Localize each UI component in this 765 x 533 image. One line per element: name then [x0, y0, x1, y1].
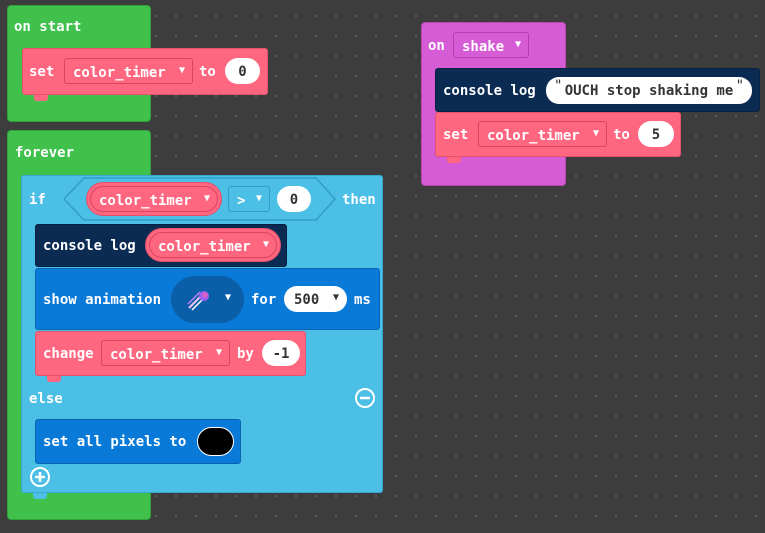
console-log-label: console log: [43, 238, 136, 254]
then-label: then: [342, 192, 376, 208]
variable-dropdown[interactable]: color_timer ▼: [64, 58, 193, 84]
gesture-dropdown[interactable]: shake ▼: [453, 32, 529, 58]
condition-variable-dropdown[interactable]: color_timer ▼: [90, 186, 218, 212]
animation-picker[interactable]: ▼: [171, 276, 244, 323]
variable-name: color_timer: [73, 65, 166, 81]
duration-input[interactable]: 500 ▼: [284, 286, 347, 312]
chevron-down-icon: ▼: [225, 292, 232, 303]
shake-variable-dropdown[interactable]: color_timer ▼: [478, 121, 607, 147]
chevron-down-icon: ▼: [178, 65, 185, 76]
to-label: to: [199, 64, 216, 80]
open-quote-icon: ": [554, 78, 563, 94]
block-notch: [34, 95, 48, 101]
message-text: OUCH stop shaking me: [564, 83, 734, 99]
console-variable-name: color_timer: [158, 239, 251, 255]
for-label: for: [251, 292, 277, 308]
duration-value: 500: [294, 292, 320, 308]
shake-value-input[interactable]: 5: [638, 121, 674, 147]
if-label: if: [29, 192, 46, 208]
else-label: else: [29, 391, 63, 407]
operator-symbol: >: [237, 193, 246, 209]
chevron-down-icon: ▼: [592, 128, 599, 139]
compare-value-input[interactable]: 0: [277, 186, 311, 212]
by-label: by: [237, 346, 254, 362]
condition-variable-name: color_timer: [99, 193, 192, 209]
ms-label: ms: [354, 292, 371, 308]
console-variable-dropdown[interactable]: color_timer ▼: [149, 232, 277, 258]
operator-dropdown[interactable]: > ▼: [228, 186, 270, 212]
block-notch: [33, 493, 47, 499]
pixel-color-picker[interactable]: [197, 427, 234, 456]
block-notch: [447, 157, 461, 163]
chevron-down-icon: ▼: [255, 193, 262, 204]
block-notch: [47, 376, 61, 382]
show-animation-label: show animation: [43, 292, 162, 308]
chevron-down-icon: ▼: [514, 39, 521, 50]
gesture-name: shake: [462, 39, 505, 55]
shake-to-label: to: [613, 127, 630, 143]
value-input[interactable]: 0: [225, 58, 260, 84]
change-variable-name: color_timer: [110, 347, 203, 363]
close-quote-icon: ": [735, 78, 744, 94]
change-label: change: [43, 346, 94, 362]
chevron-down-icon: ▼: [262, 239, 269, 250]
shake-console-log-label: console log: [443, 83, 536, 99]
chevron-down-icon: ▼: [203, 193, 210, 204]
on-start-label: on start: [14, 19, 82, 35]
chevron-down-icon: ▼: [332, 292, 339, 303]
on-label: on: [428, 38, 445, 54]
shake-variable-name: color_timer: [487, 128, 580, 144]
comet-icon: [187, 291, 209, 311]
plus-circle-icon[interactable]: [29, 466, 51, 488]
change-value-input[interactable]: -1: [262, 340, 300, 366]
set-all-pixels-label: set all pixels to: [43, 434, 187, 450]
shake-set-label: set: [443, 127, 469, 143]
change-variable-dropdown[interactable]: color_timer ▼: [101, 340, 230, 366]
minus-circle-icon[interactable]: [354, 387, 376, 409]
set-label: set: [29, 64, 55, 80]
forever-label: forever: [15, 145, 75, 161]
chevron-down-icon: ▼: [215, 347, 222, 358]
message-string-input[interactable]: " OUCH stop shaking me ": [546, 77, 752, 104]
